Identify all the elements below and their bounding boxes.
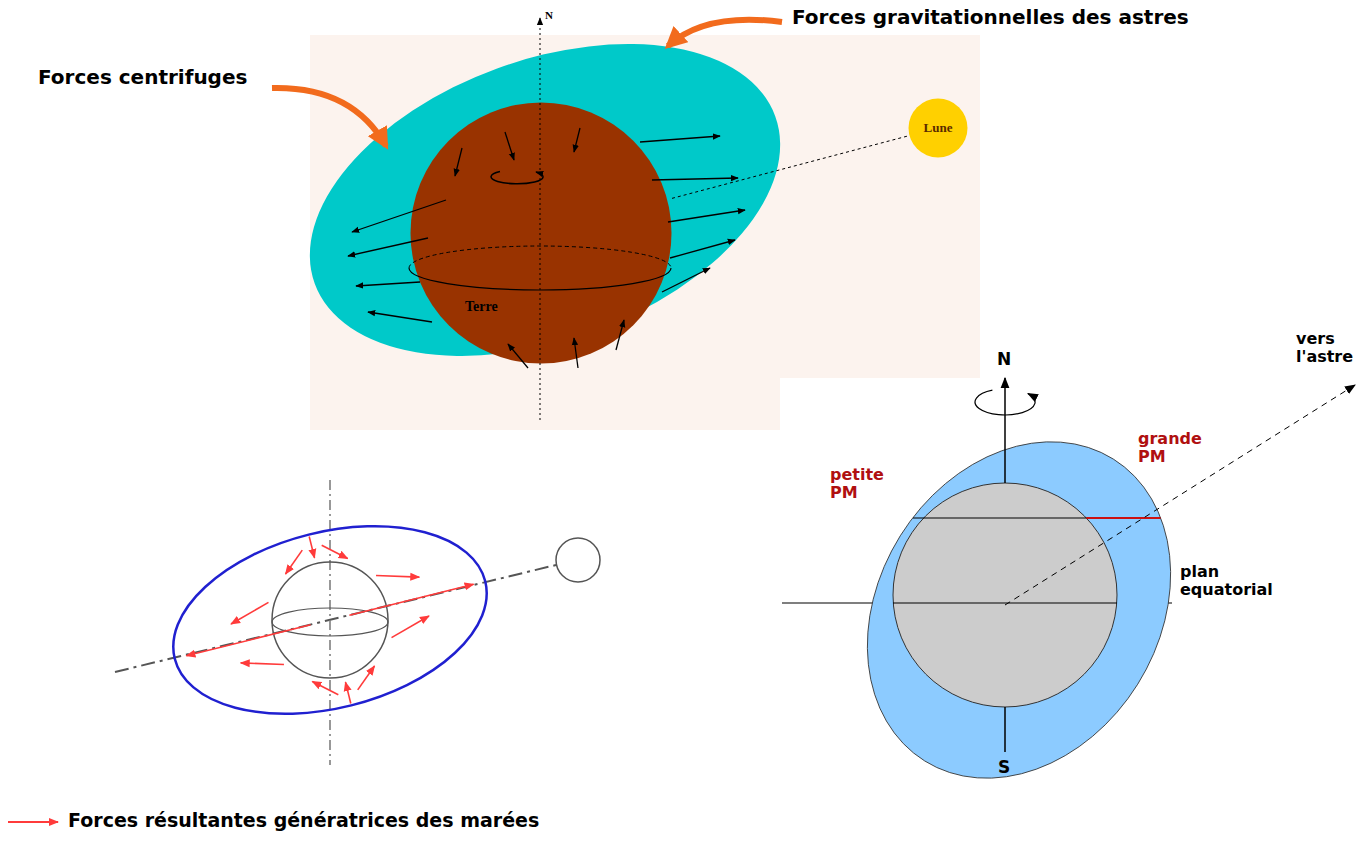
rotation-arrow xyxy=(975,390,1035,415)
tide-force-arrow xyxy=(392,616,429,638)
force-arrows xyxy=(348,128,745,368)
node-label: Terre xyxy=(465,299,498,314)
force-arrow xyxy=(508,344,528,368)
force-arrow xyxy=(652,178,738,180)
equatorial-plane-line xyxy=(782,602,1172,603)
tide-force-figure xyxy=(115,480,600,765)
callout-arrow xyxy=(272,88,386,146)
label-holder: petite PM xyxy=(830,466,884,503)
earth-sphere: Terre xyxy=(410,102,672,364)
tide-bulge-figure xyxy=(782,378,1355,835)
label-holder: Forces gravitationnelles des astres xyxy=(792,6,1189,29)
astre-outline xyxy=(556,538,600,582)
tide-force-arrow xyxy=(358,666,375,690)
pole-axis xyxy=(1004,378,1006,483)
label-holder: N xyxy=(997,350,1011,370)
tide-level-line xyxy=(913,517,1161,518)
tide-force-arrows xyxy=(186,537,473,704)
astre-direction xyxy=(1005,385,1355,605)
force-arrow xyxy=(574,128,580,152)
tide-level-mark xyxy=(1086,517,1160,519)
force-arrow xyxy=(574,338,578,368)
pole-axis xyxy=(540,18,541,420)
force-arrow xyxy=(368,312,432,322)
equator-front xyxy=(409,268,671,290)
direction-label: vers l'astre xyxy=(1296,330,1353,367)
force-arrow xyxy=(352,200,446,232)
label-holder: vers l'astre xyxy=(1296,330,1353,367)
label-holder: grande PM xyxy=(1138,430,1202,467)
connector xyxy=(672,136,908,198)
equatorial-plane-line xyxy=(893,602,1117,603)
label-holder: plan equatorial xyxy=(1180,563,1273,600)
force-arrow xyxy=(505,132,514,160)
pole-axis xyxy=(1004,707,1006,752)
pole-label: N xyxy=(545,9,553,22)
tide-label: grande PM xyxy=(1138,430,1202,467)
tide-force-arrow xyxy=(286,550,303,574)
rotation-arrow xyxy=(491,172,543,184)
earth-outline xyxy=(272,562,388,678)
earth-sphere-shape xyxy=(410,102,672,364)
tide-force-arrow xyxy=(349,584,473,615)
tide-force-arrow xyxy=(322,545,348,558)
plane-label: plan equatorial xyxy=(1180,563,1273,600)
equator-back xyxy=(409,246,671,268)
label-holder: S xyxy=(998,758,1010,778)
earth-sphere-fill xyxy=(411,103,672,364)
callout-label: Forces gravitationnelles des astres xyxy=(792,6,1189,29)
force-arrow xyxy=(455,148,462,176)
equator-line xyxy=(272,608,388,636)
force-arrow xyxy=(640,136,720,142)
force-arrow xyxy=(616,320,624,350)
tide-force-arrow xyxy=(376,576,419,578)
ocean-bulge xyxy=(806,385,1232,835)
force-arrow xyxy=(348,238,428,256)
tide-force-arrow xyxy=(309,537,314,558)
pole-axis xyxy=(329,480,331,765)
legend-text: Forces résultantes génératrices des maré… xyxy=(68,809,539,831)
tide-force-arrow xyxy=(231,602,268,624)
tide-force-arrow xyxy=(312,682,338,695)
pole-label: N xyxy=(997,350,1011,370)
tide-force-arrow xyxy=(345,682,350,703)
ocean-outline xyxy=(153,496,506,744)
force-arrow xyxy=(662,268,710,292)
node-label: Lune xyxy=(924,121,953,135)
earth-disc xyxy=(893,483,1117,707)
force-arrow xyxy=(670,240,735,258)
legend-sample-arrow xyxy=(8,821,58,823)
ocean-bulge xyxy=(267,0,823,415)
callout-arrow xyxy=(668,20,782,46)
tide-force-arrow xyxy=(186,625,310,656)
tide-force-arrow xyxy=(241,663,284,665)
callout-label: Forces centrifuges xyxy=(38,66,247,89)
pole-label: S xyxy=(998,758,1010,778)
moon-disc: Lune xyxy=(908,98,968,158)
moon-disc-fill xyxy=(909,99,968,158)
label-holder: N xyxy=(545,9,553,22)
force-arrow xyxy=(356,282,420,286)
legend-entry: Forces résultantes génératrices des maré… xyxy=(68,809,539,831)
label-holder: Forces centrifuges xyxy=(38,66,247,89)
force-arrow xyxy=(668,210,745,222)
tide-label: petite PM xyxy=(830,466,884,503)
